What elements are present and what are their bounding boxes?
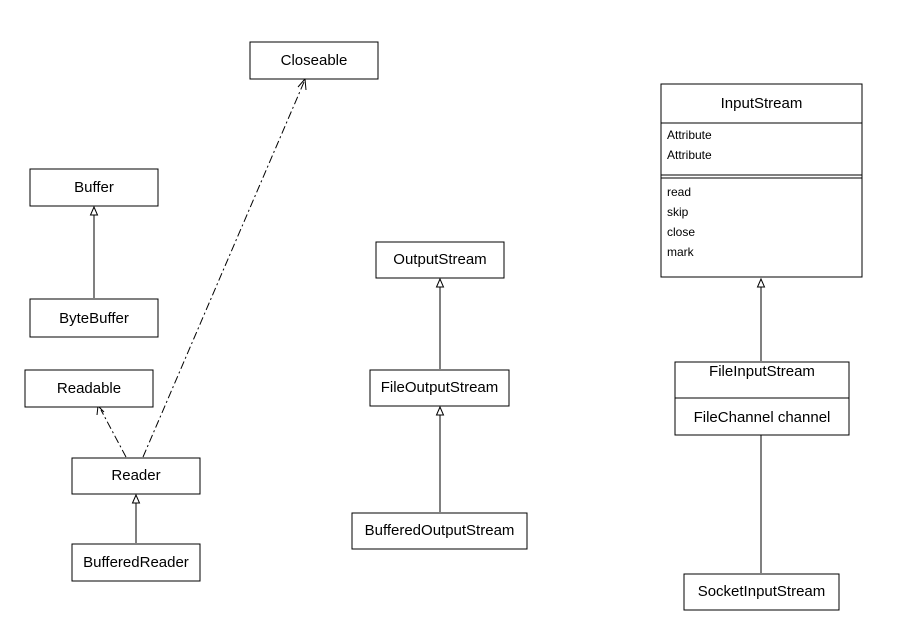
edge-fileinputstream-to-inputstream	[756, 277, 766, 361]
class-bufferedoutputstream[interactable]: BufferedOutputStream	[351, 512, 528, 550]
class-inputstream[interactable]: InputStream Attribute Attribute read ski…	[660, 83, 863, 278]
attribute: Attribute	[667, 128, 712, 142]
class-outputstream[interactable]: OutputStream	[375, 241, 505, 279]
method: skip	[667, 205, 689, 219]
edge-bufferedreader-to-reader	[131, 493, 141, 543]
class-bufferedreader[interactable]: BufferedReader	[71, 543, 201, 582]
class-name: FileOutputStream	[381, 379, 499, 396]
generalization-arrowhead	[756, 277, 766, 288]
generalization-arrowhead	[435, 277, 445, 288]
class-closeable[interactable]: Closeable	[249, 41, 379, 80]
generalization-arrowhead	[435, 405, 445, 416]
edge-bufferedoutputstream-to-fileoutputstream	[435, 405, 445, 512]
class-name: Readable	[57, 380, 121, 397]
class-name: ByteBuffer	[59, 310, 129, 327]
class-fileoutputstream[interactable]: FileOutputStream	[369, 369, 510, 407]
edge-fileoutputstream-to-outputstream	[435, 277, 445, 369]
edge-reader-to-closeable	[142, 77, 307, 458]
class-buffer[interactable]: Buffer	[29, 168, 159, 207]
class-readable[interactable]: Readable	[24, 369, 154, 408]
class-name: OutputStream	[393, 251, 486, 268]
method: mark	[667, 245, 695, 259]
class-name: Reader	[111, 467, 160, 484]
class-name: BufferedOutputStream	[365, 522, 515, 539]
class-name: SocketInputStream	[698, 583, 826, 600]
edge-bytebuffer-to-buffer	[89, 205, 99, 298]
field: FileChannel channel	[694, 409, 831, 426]
class-bytebuffer[interactable]: ByteBuffer	[29, 298, 159, 338]
class-socketinputstream[interactable]: SocketInputStream	[683, 573, 840, 611]
class-reader[interactable]: Reader	[71, 457, 201, 495]
class-fileinputstream[interactable]: FileInputStream FileChannel channel	[674, 361, 850, 436]
method: close	[667, 225, 695, 239]
class-name: BufferedReader	[83, 554, 189, 571]
method: read	[667, 185, 691, 199]
class-name: FileInputStream	[709, 363, 815, 380]
class-name: InputStream	[721, 95, 803, 112]
class-name: Buffer	[74, 179, 114, 196]
attribute: Attribute	[667, 148, 712, 162]
generalization-arrowhead	[89, 205, 99, 216]
edge-reader-to-readable	[96, 404, 127, 458]
class-name: Closeable	[281, 52, 348, 69]
generalization-arrowhead	[131, 493, 141, 504]
realization-arrowhead	[297, 77, 307, 91]
